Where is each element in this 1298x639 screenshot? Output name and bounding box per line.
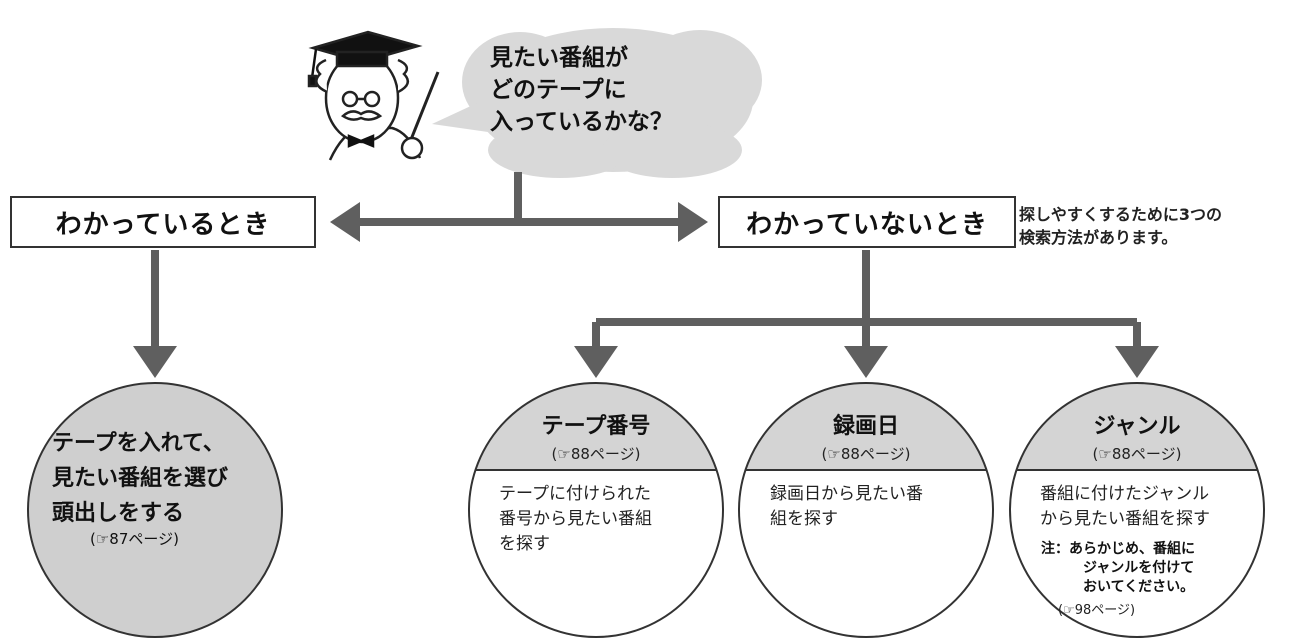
unknown-branch-label: わかっていないとき xyxy=(746,209,988,240)
known-result-text: テープを入れて、 見たい番組を選び 頭出しをする xyxy=(52,426,272,531)
speech-cloud xyxy=(432,28,762,178)
method-3-note-line-2: ジャンルを付けて xyxy=(1083,560,1195,576)
method-1-line-1: テープに付けられた xyxy=(499,484,651,504)
method-3-note-page-ref: (☞98ページ) xyxy=(1058,603,1136,618)
known-result-line-2: 見たい番組を選び xyxy=(52,466,229,491)
known-result-line-3: 頭出しをする xyxy=(52,501,185,526)
method-3-note: 注：あらかじめ、番組に ジャンルを付けて おいてください。 xyxy=(1041,540,1241,597)
method-3-note-line-1: 注：あらかじめ、番組に xyxy=(1041,541,1195,557)
unknown-branch-note: 探しやすくするために3つの 検索方法があります。 xyxy=(1019,203,1298,249)
known-result-page-ref: (☞87ページ) xyxy=(90,530,179,548)
method-3-title: ジャンル xyxy=(1093,414,1181,439)
method-1-line-3: を探す xyxy=(499,534,550,554)
known-branch-box: わかっているとき xyxy=(10,196,316,248)
method-3-description: 番組に付けたジャンル から見たい番組を探す xyxy=(1040,482,1240,532)
unknown-note-line-1: 探しやすくするために3つの xyxy=(1019,205,1222,224)
flow-arrows xyxy=(151,172,1141,350)
method-3-line-1: 番組に付けたジャンル xyxy=(1040,484,1210,504)
method-2-line-1: 録画日から見たい番 xyxy=(770,484,923,504)
method-circle-record-date xyxy=(738,382,994,638)
method-1-title: テープ番号 xyxy=(541,414,651,439)
speech-text: 見たい番組が どのテープに 入っているかな？ xyxy=(490,42,750,138)
known-result-circle xyxy=(27,382,283,638)
method-3-line-2: から見たい番組を探す xyxy=(1040,509,1210,529)
method-1-line-2: 番号から見たい番組 xyxy=(499,509,652,529)
method-1-description: テープに付けられた 番号から見たい番組 を探す xyxy=(499,482,699,557)
speech-line-1: 見たい番組が xyxy=(490,45,628,71)
method-2-description: 録画日から見たい番 組を探す xyxy=(770,482,970,532)
arrow-heads xyxy=(133,202,1159,378)
known-result-line-1: テープを入れて、 xyxy=(52,431,225,456)
professor-illustration xyxy=(307,30,440,161)
speech-line-3: 入っているかな？ xyxy=(490,109,673,135)
method-3-note-line-3: おいてください。 xyxy=(1083,579,1195,595)
unknown-branch-box: わかっていないとき xyxy=(718,196,1016,248)
known-branch-label: わかっているとき xyxy=(55,209,271,240)
method-1-page-ref: (☞88ページ) xyxy=(551,445,641,463)
method-3-page-ref: (☞88ページ) xyxy=(1092,445,1182,463)
speech-line-2: どのテープに xyxy=(490,77,627,103)
method-2-page-ref: (☞88ページ) xyxy=(821,445,911,463)
method-2-line-2: 組を探す xyxy=(770,509,838,529)
unknown-note-line-2: 検索方法があります。 xyxy=(1019,228,1178,247)
method-2-title: 録画日 xyxy=(832,414,899,439)
